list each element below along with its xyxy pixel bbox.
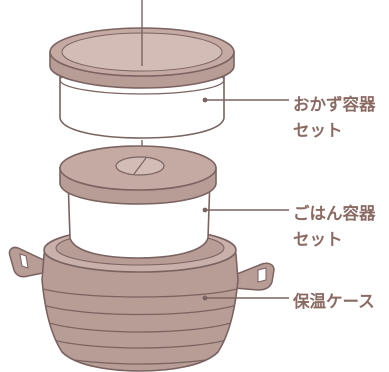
label-side-dish-line-1: おかず容器	[293, 95, 376, 114]
label-case-line-1: 保温ケース	[293, 292, 375, 311]
case-handle-right-grip	[257, 267, 267, 283]
label-rice-line-2: セット	[293, 230, 343, 249]
case-handle-left	[8, 246, 49, 278]
label-insulated-case: 保温ケース	[293, 289, 375, 315]
leader-dot-side-dish	[202, 97, 208, 103]
label-side-dish-line-2: セット	[293, 121, 343, 140]
side-dish-container-body	[59, 69, 225, 139]
leader-dot-rice	[202, 207, 208, 213]
case-rib-2	[42, 303, 238, 316]
leader-dot-case	[202, 295, 208, 301]
rice-container	[59, 145, 217, 259]
case-rib-3	[42, 319, 238, 333]
label-rice-container-set: ごはん容器 セット	[293, 201, 376, 253]
label-rice-line-1: ごはん容器	[293, 204, 376, 223]
case-rib-1	[42, 287, 238, 298]
case-rib-4	[42, 335, 238, 349]
case-handle-left-grip	[19, 253, 29, 269]
label-side-dish-container-set: おかず容器 セット	[293, 92, 376, 144]
rice-lid-vent-divider	[133, 157, 147, 175]
